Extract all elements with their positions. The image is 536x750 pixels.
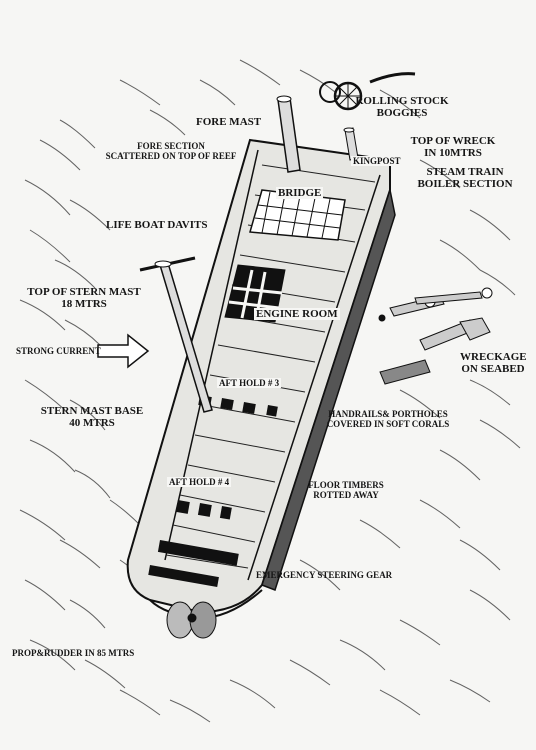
rolling-stock-boggies — [319, 72, 416, 111]
label-handrails: HANDRAILS& PORTHOLES COVERED IN SOFT COR… — [308, 409, 468, 429]
label-floor-timbers-line1: FLOOR TIMBERS — [308, 480, 384, 490]
label-steam-train-line1: STEAM TRAIN — [426, 166, 504, 178]
label-steam-train: STEAM TRAIN BOILER SECTION — [410, 166, 520, 190]
wreckage-debris — [378, 287, 493, 385]
label-life-boat-davits: LIFE BOAT DAVITS — [106, 219, 208, 231]
prop-and-rudder — [166, 601, 217, 639]
label-stern-mast-base: STERN MAST BASE 40 MTRS — [34, 405, 150, 429]
label-kingpost: KINGPOST — [351, 156, 403, 166]
label-fore-section-line2: SCATTERED ON TOP OF REEF — [105, 151, 237, 161]
bridge-structure — [249, 189, 346, 241]
label-engine-room: ENGINE ROOM — [254, 308, 340, 320]
label-emergency-steering: EMERGENCY STEERING GEAR — [256, 570, 393, 580]
label-fore-section: FORE SECTION SCATTERED ON TOP OF REEF — [96, 141, 246, 161]
label-steam-train-line2: BOILER SECTION — [417, 178, 513, 190]
sea-hatching — [19, 59, 521, 723]
label-aft-hold-3: AFT HOLD # 3 — [217, 378, 282, 388]
label-top-stern-mast-line1: TOP OF STERN MAST — [27, 286, 141, 298]
label-fore-mast: FORE MAST — [196, 116, 262, 128]
aft-holds — [148, 395, 278, 588]
label-rolling-stock-line2: BOGGIES — [376, 107, 428, 119]
label-stern-mast-base-line2: 40 MTRS — [69, 417, 115, 429]
label-handrails-line1: HANDRAILS& PORTHOLES — [328, 409, 448, 419]
label-strong-current: STRONG CURRENT — [16, 346, 101, 356]
label-wreckage-line1: WRECKAGE — [460, 351, 527, 363]
label-rolling-stock: ROLLING STOCK BOGGIES — [352, 95, 452, 119]
label-wreckage: WRECKAGE ON SEABED — [460, 351, 527, 375]
label-top-stern-mast: TOP OF STERN MAST 18 MTRS — [18, 286, 150, 310]
stern-mast — [139, 256, 213, 413]
label-top-of-wreck: TOP OF WRECK IN 10MTRS — [405, 135, 501, 159]
label-rolling-stock-line1: ROLLING STOCK — [355, 95, 449, 107]
label-handrails-line2: COVERED IN SOFT CORALS — [326, 419, 450, 429]
fore-mast — [276, 95, 301, 173]
label-prop-rudder: PROP&RUDDER IN 85 MTRS — [12, 648, 135, 658]
label-floor-timbers: FLOOR TIMBERS ROTTED AWAY — [296, 480, 396, 500]
label-wreckage-line2: ON SEABED — [461, 363, 525, 375]
label-bridge: BRIDGE — [276, 187, 324, 199]
label-floor-timbers-line2: ROTTED AWAY — [313, 490, 379, 500]
label-top-of-wreck-line2: IN 10MTRS — [424, 147, 482, 159]
label-fore-section-line1: FORE SECTION — [137, 141, 205, 151]
current-arrow — [97, 333, 150, 369]
label-aft-hold-4: AFT HOLD # 4 — [167, 477, 232, 487]
label-stern-mast-base-line1: STERN MAST BASE — [40, 405, 144, 417]
engine-room-opening — [224, 264, 286, 323]
ship-hull — [126, 138, 396, 620]
label-top-of-wreck-line1: TOP OF WRECK — [410, 135, 496, 147]
label-top-stern-mast-line2: 18 MTRS — [61, 298, 107, 310]
